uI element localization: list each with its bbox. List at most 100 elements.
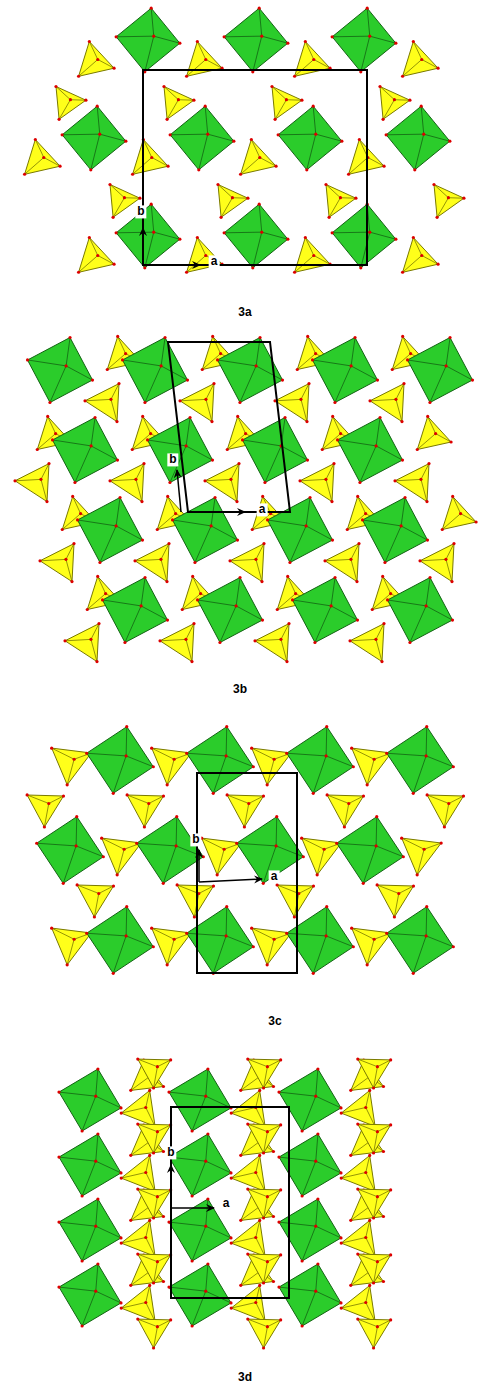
oxygen-dot	[326, 793, 329, 796]
octahedron-edge	[313, 756, 326, 793]
tetrahedron-edge	[352, 748, 374, 759]
oxygen-dot	[54, 85, 57, 88]
tetrahedron-edge	[154, 1197, 158, 1218]
oxygen-dot	[47, 462, 50, 465]
tetrahedron-edge	[59, 100, 70, 120]
oxygen-dot	[383, 561, 386, 564]
octahedron	[51, 416, 119, 484]
oxygen-dot	[144, 1236, 147, 1239]
oxygen-dot	[432, 183, 435, 186]
oxygen-dot	[275, 844, 278, 847]
tetrahedron-face	[138, 1319, 171, 1348]
oxygen-dot	[134, 478, 137, 481]
tetrahedron	[120, 1154, 157, 1193]
oxygen-dot	[316, 873, 319, 876]
oxygen-dot	[246, 1188, 249, 1191]
octahedron-edge	[259, 8, 262, 36]
tetrahedron-edge	[275, 399, 301, 400]
oxygen-dot	[450, 580, 453, 583]
oxygen-dot	[152, 765, 155, 768]
tetrahedron-edge	[341, 1237, 366, 1243]
octahedron-edge	[290, 526, 306, 563]
octahedron-face	[268, 498, 333, 563]
oxygen-dot	[272, 1150, 275, 1153]
tetrahedron-face	[52, 748, 91, 785]
tetrahedron-edge	[186, 639, 192, 661]
oxygen-dot	[250, 138, 253, 141]
tetrahedron-edge	[377, 1060, 390, 1067]
oxygen-dot	[356, 1318, 359, 1321]
tetrahedron-edge	[366, 1107, 375, 1126]
oxygen-dot	[349, 1219, 352, 1222]
oxygen-dot	[94, 1290, 97, 1293]
oxygen-dot	[206, 1262, 209, 1265]
octahedron-edge	[28, 360, 67, 366]
tetrahedron-edge	[351, 559, 357, 581]
oxygen-dot	[302, 855, 305, 858]
tetrahedron-face	[152, 928, 192, 965]
tetrahedron-edge	[121, 1172, 146, 1178]
oxygen-dot	[237, 462, 240, 465]
tetrahedron-face	[52, 928, 91, 965]
axis-arrow	[143, 264, 200, 266]
oxygen-dot	[193, 915, 196, 918]
oxygen-dot	[236, 415, 239, 418]
octahedron-edge	[316, 1069, 318, 1096]
oxygen-dot	[204, 1225, 207, 1228]
oxygen-dot	[376, 1130, 379, 1133]
oxygen-dot	[62, 794, 65, 797]
oxygen-dot	[162, 1280, 165, 1283]
oxygen-dot	[258, 7, 261, 10]
oxygen-dot	[350, 364, 353, 367]
tetrahedron-edge	[301, 399, 307, 421]
tetrahedron-edge	[231, 479, 237, 501]
octahedron-face	[78, 498, 143, 563]
octahedron-edge	[331, 606, 357, 620]
oxygen-dot	[244, 432, 247, 435]
octahedron-edge	[199, 134, 208, 170]
oxygen-dot	[386, 598, 389, 601]
tetrahedron-edge	[85, 399, 111, 400]
oxygen-dot	[204, 105, 207, 108]
oxygen-dot	[356, 1058, 359, 1061]
tetrahedron	[131, 138, 170, 176]
oxygen-dot	[185, 271, 188, 274]
oxygen-dot	[76, 883, 79, 886]
octahedron	[61, 105, 128, 172]
oxygen-dot	[112, 792, 115, 795]
tetrahedron-edge	[394, 99, 409, 100]
tetrahedron-edge	[206, 399, 212, 421]
octahedron-edge	[161, 366, 187, 380]
tetrahedron-edge	[152, 157, 168, 166]
tetrahedron-edge	[41, 479, 47, 501]
tetrahedron	[230, 1284, 267, 1323]
tetrahedron-edge	[152, 748, 174, 759]
oxygen-dot	[262, 1281, 265, 1284]
oxygen-dot	[94, 1160, 97, 1163]
oxygen-dot	[423, 848, 426, 851]
oxygen-dot	[54, 432, 57, 435]
tetrahedron-edge	[89, 238, 97, 256]
oxygen-dot	[362, 794, 365, 797]
tetrahedron-face	[205, 464, 239, 502]
tetrahedron-edge	[127, 795, 149, 804]
tetrahedron	[176, 883, 216, 918]
oxygen-dot	[144, 1301, 147, 1304]
axis-label: b	[190, 833, 201, 846]
tetrahedron	[136, 1188, 172, 1220]
oxygen-dot	[262, 1151, 265, 1154]
tetrahedron-edge	[374, 1327, 378, 1348]
tetrahedron-edge	[255, 639, 281, 640]
tetrahedron-edge	[244, 803, 248, 827]
tetrahedron-edge	[231, 1237, 256, 1243]
oxygen-dot	[156, 1130, 159, 1133]
tetrahedron-face	[327, 795, 363, 827]
oxygen-dot	[385, 133, 388, 136]
tetrahedron-edge	[136, 464, 144, 480]
oxygen-dot	[210, 524, 213, 527]
tetrahedron-face	[187, 42, 223, 77]
oxygen-dot	[126, 793, 129, 796]
tetrahedron-edge	[377, 1190, 390, 1197]
tetrahedron-edge	[73, 496, 81, 513]
tetrahedron	[136, 1318, 172, 1350]
